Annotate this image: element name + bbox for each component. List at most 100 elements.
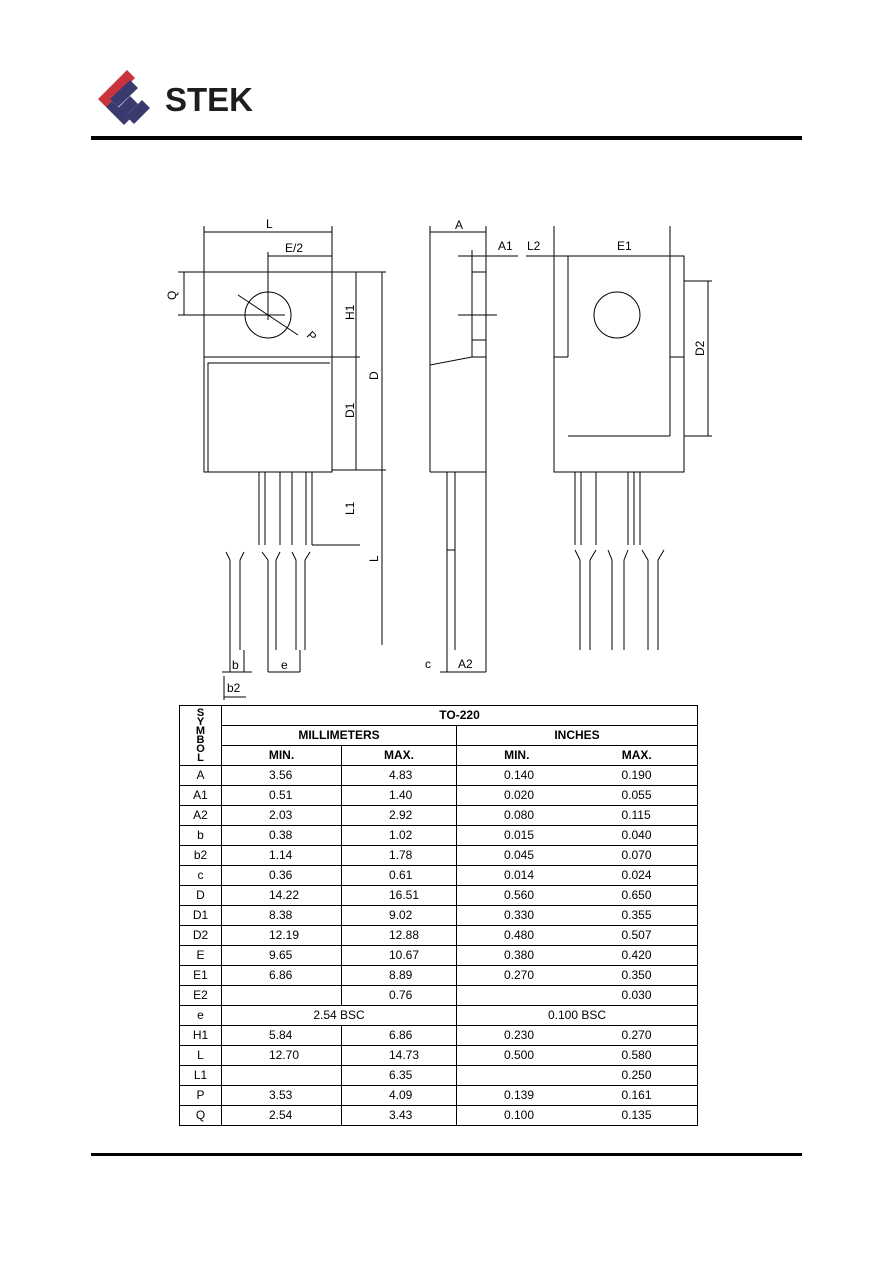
dim-label-e: e	[281, 658, 288, 672]
in-max-cell: 0.270	[576, 1025, 699, 1046]
mm-max-cell: 1.40	[341, 785, 457, 806]
in-max-cell: 0.024	[576, 865, 699, 886]
table-subheader-row: MIN. MAX. MIN. MAX.	[180, 745, 699, 766]
mm-max-header: MAX.	[341, 745, 457, 766]
in-max-cell: 0.650	[576, 885, 699, 906]
mm-min-cell: 5.84	[221, 1025, 342, 1046]
table-row: L1 6.35 0.250	[179, 1065, 699, 1086]
in-max-cell: 0.030	[576, 985, 699, 1006]
mm-max-cell: 10.67	[341, 945, 457, 966]
symbol-header: S Y M B O L	[179, 705, 222, 766]
mm-min-cell	[221, 1065, 342, 1086]
mm-max-cell: 0.76	[341, 985, 457, 1006]
symbol-cell: A	[179, 765, 222, 786]
in-min-cell: 0.330	[456, 905, 577, 926]
symbol-cell: E2	[179, 985, 222, 1006]
in-min-cell	[456, 1065, 577, 1086]
footer-rule	[91, 1153, 802, 1156]
dim-label-E1: E1	[617, 239, 632, 253]
in-min-cell: 0.139	[456, 1085, 577, 1106]
mm-min-cell: 2.03	[221, 805, 342, 826]
dim-label-A1: A1	[498, 239, 513, 253]
in-min-cell	[456, 985, 577, 1006]
in-max-cell: 0.250	[576, 1065, 699, 1086]
in-min-cell: 0.080	[456, 805, 577, 826]
mm-min-cell: 0.36	[221, 865, 342, 886]
back-view	[526, 226, 712, 650]
mm-min-cell	[221, 985, 342, 1006]
in-max-cell: 0.040	[576, 825, 699, 846]
in-min-cell: 0.500	[456, 1045, 577, 1066]
mm-max-cell: 6.35	[341, 1065, 457, 1086]
mm-max-cell: 0.61	[341, 865, 457, 886]
in-min-cell: 0.230	[456, 1025, 577, 1046]
table-header-package-row: S Y M B O L TO-220	[179, 705, 699, 766]
mm-min-header: MIN.	[221, 745, 342, 766]
in-min-cell: 0.045	[456, 845, 577, 866]
symbol-cell: H1	[179, 1025, 222, 1046]
package-header: TO-220	[220, 705, 699, 726]
mm-max-cell: 4.83	[341, 765, 457, 786]
symbol-cell: D1	[179, 905, 222, 926]
mm-max-cell: 8.89	[341, 965, 457, 986]
in-max-cell: 0.580	[576, 1045, 699, 1066]
symbol-cell: D	[179, 885, 222, 906]
in-max-cell: 0.115	[576, 805, 699, 826]
in-bsc-cell: 0.100 BSC	[455, 1005, 699, 1026]
in-min-cell: 0.140	[456, 765, 577, 786]
in-max-cell: 0.055	[576, 785, 699, 806]
mm-min-cell: 6.86	[221, 965, 342, 986]
symbol-cell: c	[179, 865, 222, 886]
symbol-cell: D2	[179, 925, 222, 946]
mm-max-cell: 4.09	[341, 1085, 457, 1106]
symbol-cell: e	[179, 1005, 222, 1026]
dim-label-D1: D1	[343, 402, 357, 418]
dim-label-A: A	[455, 218, 463, 232]
dim-label-L2: L2	[527, 239, 541, 253]
mm-max-cell: 16.51	[341, 885, 457, 906]
in-max-cell: 0.161	[576, 1085, 699, 1106]
mm-bsc-cell: 2.54 BSC	[221, 1005, 457, 1026]
in-max-cell: 0.350	[576, 965, 699, 986]
dim-label-H1: H1	[343, 304, 357, 320]
symbol-cell: b	[179, 825, 222, 846]
dimension-table: S Y M B O L TO-220 MILLIMETERS INCHES MI…	[179, 705, 699, 1126]
mm-max-cell: 1.02	[341, 825, 457, 846]
dim-label-b2: b2	[227, 681, 241, 695]
in-min-cell: 0.380	[456, 945, 577, 966]
symbol-cell: b2	[179, 845, 222, 866]
dim-label-L-top: L	[266, 217, 273, 231]
symbol-cell: L	[179, 1045, 222, 1066]
symbol-cell: L1	[179, 1065, 222, 1086]
dim-label-P: P	[304, 328, 320, 344]
symbol-cell: E1	[179, 965, 222, 986]
symbol-cell: Q	[179, 1105, 222, 1126]
mm-min-cell: 0.38	[221, 825, 342, 846]
in-min-header: MIN.	[456, 745, 577, 766]
side-view	[429, 226, 518, 673]
dim-label-D2: D2	[693, 340, 707, 356]
in-min-cell: 0.014	[456, 865, 577, 886]
mm-min-cell: 12.19	[221, 925, 342, 946]
dim-label-A2: A2	[458, 657, 473, 671]
in-min-cell: 0.100	[456, 1105, 577, 1126]
mm-max-cell: 3.43	[341, 1105, 457, 1126]
mm-max-cell: 6.86	[341, 1025, 457, 1046]
in-min-cell: 0.480	[456, 925, 577, 946]
mm-min-cell: 12.70	[221, 1045, 342, 1066]
